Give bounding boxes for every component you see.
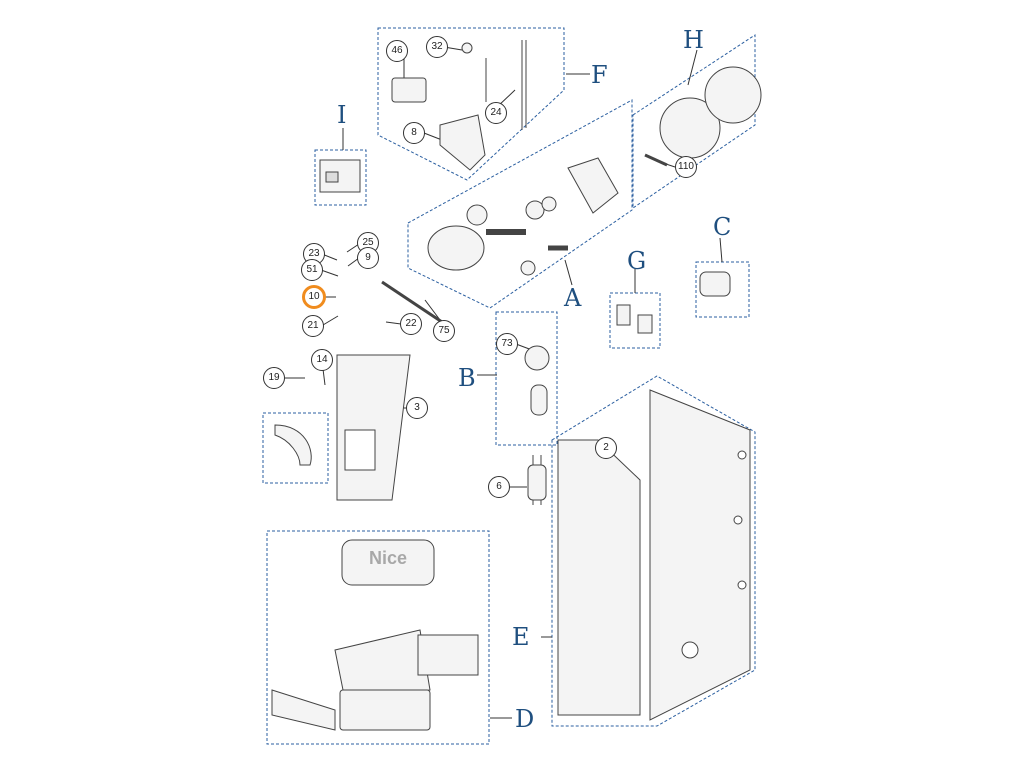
part-callout-14[interactable]: 14: [311, 349, 333, 371]
frame-C: [695, 261, 750, 318]
frame-D: [266, 530, 490, 745]
part-callout-22[interactable]: 22: [400, 313, 422, 335]
group-label-H[interactable]: H: [683, 26, 704, 54]
part-callout-8[interactable]: 8: [403, 122, 425, 144]
part-callout-32[interactable]: 32: [426, 36, 448, 58]
part-callout-21[interactable]: 21: [302, 315, 324, 337]
frame-B: [495, 311, 558, 446]
part-callout-2[interactable]: 2: [595, 437, 617, 459]
part-callout-6[interactable]: 6: [488, 476, 510, 498]
part-callout-51[interactable]: 51: [301, 259, 323, 281]
watermark-nice-logo: Nice: [369, 548, 408, 568]
group-label-G[interactable]: G: [627, 247, 647, 275]
group-label-D[interactable]: D: [515, 705, 535, 733]
part-callout-75[interactable]: 75: [433, 320, 455, 342]
group-label-C[interactable]: C: [713, 213, 732, 241]
part-callout-10-highlighted[interactable]: 10: [302, 285, 326, 309]
frame-bracket: [262, 412, 329, 484]
group-label-I[interactable]: I: [337, 101, 347, 129]
group-label-B[interactable]: B: [458, 364, 476, 392]
part-callout-3[interactable]: 3: [406, 397, 428, 419]
part-callout-19[interactable]: 19: [263, 367, 285, 389]
part-callout-24[interactable]: 24: [485, 102, 507, 124]
frame-F: [377, 27, 565, 181]
frame-E: [551, 375, 756, 727]
group-label-F[interactable]: F: [591, 61, 608, 89]
part-callout-110[interactable]: 110: [675, 156, 697, 178]
part-callout-46[interactable]: 46: [386, 40, 408, 62]
part-callout-9[interactable]: 9: [357, 247, 379, 269]
frame-I: [314, 149, 367, 206]
part-callout-73[interactable]: 73: [496, 333, 518, 355]
group-label-A[interactable]: A: [564, 284, 582, 312]
group-label-E[interactable]: E: [512, 623, 530, 651]
frame-H: [632, 34, 756, 209]
frame-A: [407, 99, 633, 309]
